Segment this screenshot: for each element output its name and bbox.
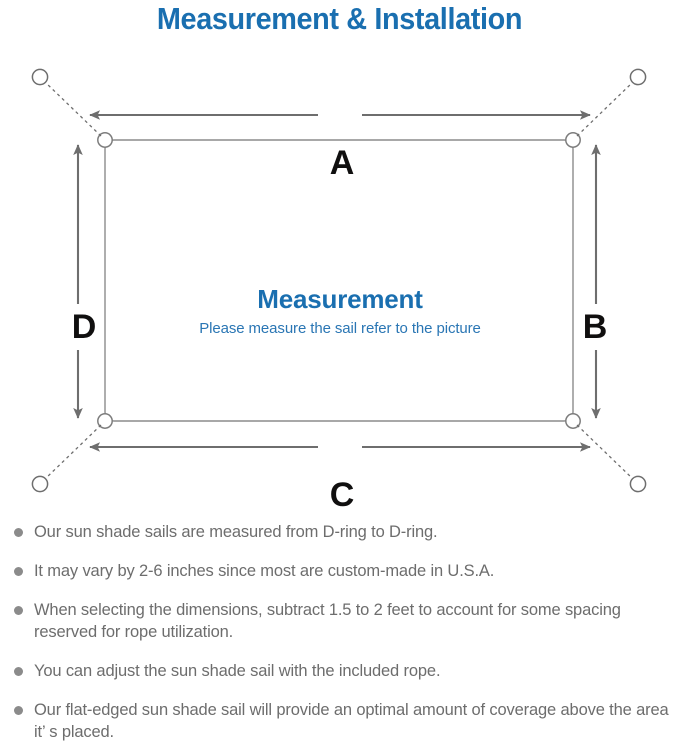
notes-list: Our sun shade sails are measured from D-… xyxy=(0,521,679,743)
anchor-point-bottom-left xyxy=(31,475,49,493)
rope-bottom-right xyxy=(576,424,634,480)
dimension-label-a: A xyxy=(318,142,366,184)
bullet-icon xyxy=(14,606,23,615)
dimension-label-b: B xyxy=(577,304,613,350)
page-title: Measurement & Installation xyxy=(156,1,523,36)
d-ring-top-left xyxy=(97,132,113,148)
sail-caption-heading: Measurement xyxy=(257,284,423,314)
list-item: You can adjust the sun shade sail with t… xyxy=(0,660,679,682)
list-item: Our flat-edged sun shade sail will provi… xyxy=(0,699,679,743)
note-text: It may vary by 2-6 inches since most are… xyxy=(34,562,495,580)
d-ring-bottom-left xyxy=(97,413,113,429)
bullet-icon xyxy=(14,528,23,537)
sail-measurement-diagram: A B C D Measurement Please measure the s… xyxy=(0,46,679,516)
d-ring-bottom-right xyxy=(565,413,581,429)
note-text: Our sun shade sails are measured from D-… xyxy=(34,523,438,541)
rope-top-left xyxy=(44,81,102,137)
sail-caption: Measurement Please measure the sail refe… xyxy=(120,284,560,340)
bullet-icon xyxy=(14,567,23,576)
bullet-icon xyxy=(14,706,23,715)
sail-outline xyxy=(104,139,574,422)
list-item: Our sun shade sails are measured from D-… xyxy=(0,521,679,543)
dimension-label-d: D xyxy=(66,304,102,350)
rope-bottom-left xyxy=(44,424,102,480)
anchor-point-bottom-right xyxy=(629,475,647,493)
anchor-point-top-left xyxy=(31,68,49,86)
note-text: When selecting the dimensions, subtract … xyxy=(34,601,621,641)
note-text: Our flat-edged sun shade sail will provi… xyxy=(34,701,669,741)
anchor-point-top-right xyxy=(629,68,647,86)
sail-caption-subtitle: Please measure the sail refer to the pic… xyxy=(199,320,481,337)
list-item: When selecting the dimensions, subtract … xyxy=(0,599,679,643)
diagram-svg xyxy=(31,68,647,493)
d-ring-top-right xyxy=(565,132,581,148)
dimension-label-c: C xyxy=(318,474,366,516)
rope-top-right xyxy=(576,81,634,137)
note-text: You can adjust the sun shade sail with t… xyxy=(34,662,441,680)
list-item: It may vary by 2-6 inches since most are… xyxy=(0,560,679,582)
bullet-icon xyxy=(14,667,23,676)
